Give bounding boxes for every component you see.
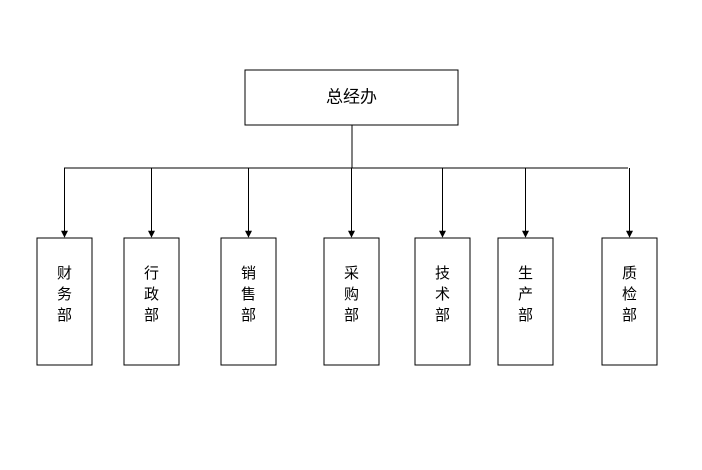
department-label-char: 务 [57, 285, 72, 303]
department-label-char: 销 [241, 264, 256, 282]
department-label-char: 技 [435, 264, 450, 282]
connectors [64, 125, 628, 169]
department-label-char: 采 [344, 264, 359, 282]
department-label-char: 行 [144, 264, 159, 282]
department-label-char: 部 [518, 306, 533, 324]
department-box [323, 237, 380, 366]
department-box [36, 237, 93, 366]
department-label-char: 术 [435, 285, 450, 303]
department-label-char: 售 [241, 285, 256, 303]
department-node: 生产部 [497, 168, 554, 366]
department-label-char: 生 [518, 264, 533, 282]
department-label-char: 财 [57, 264, 72, 282]
department-label-char: 购 [344, 285, 359, 303]
department-label-char: 质 [622, 264, 637, 282]
department-label-char: 部 [241, 306, 256, 324]
department-label-char: 政 [144, 285, 159, 303]
department-label-char: 部 [57, 306, 72, 324]
root-label: 总经办 [326, 88, 377, 108]
department-node: 行政部 [123, 168, 180, 366]
department-label-char: 产 [518, 285, 533, 303]
department-box [414, 237, 471, 366]
department-box [497, 237, 554, 366]
department-label-char: 部 [344, 306, 359, 324]
root-node: 总经办 [244, 69, 459, 126]
department-node: 技术部 [414, 168, 471, 366]
department-label-char: 部 [622, 306, 637, 324]
department-label-char: 部 [144, 306, 159, 324]
department-label-char: 检 [622, 285, 637, 303]
department-node: 财务部 [36, 168, 93, 366]
department-box [123, 237, 180, 366]
department-node: 质检部 [601, 168, 658, 366]
department-node: 采购部 [323, 168, 380, 366]
department-node: 销售部 [220, 168, 277, 366]
department-label-char: 部 [435, 306, 450, 324]
department-box [601, 237, 658, 366]
root-box [244, 69, 459, 126]
department-box [220, 237, 277, 366]
